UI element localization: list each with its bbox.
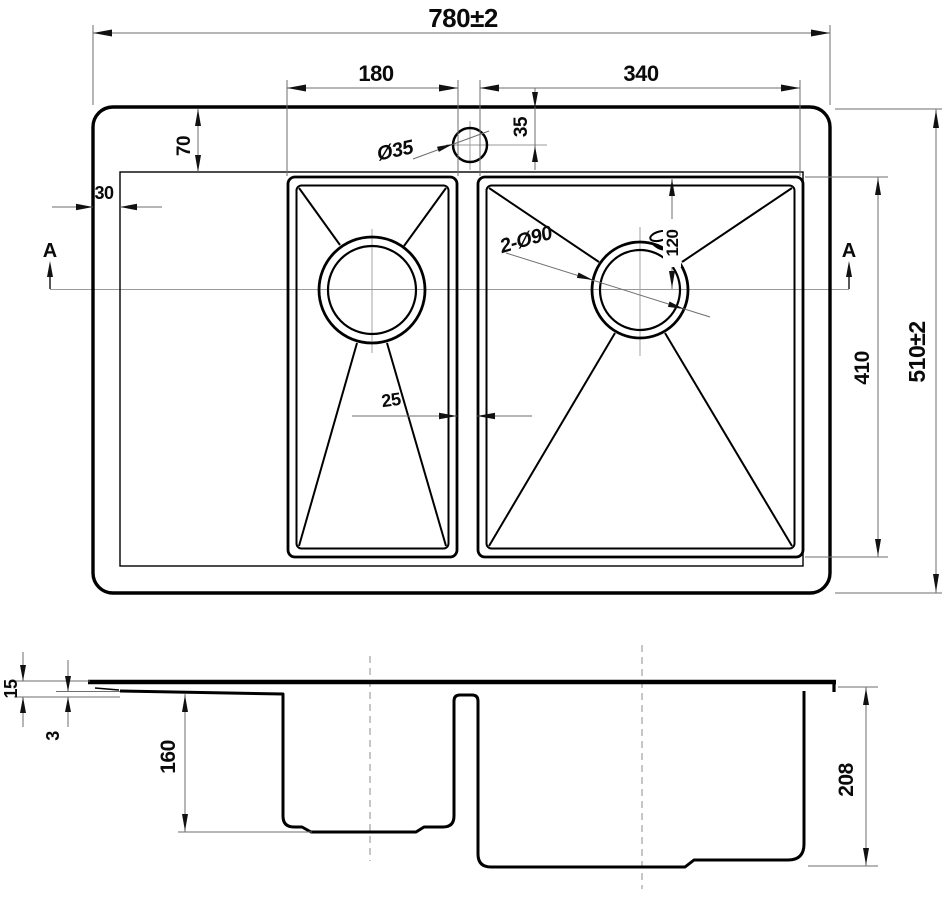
dim-overall-depth-text: 510±2 — [904, 321, 930, 382]
dim-left-bowl-depth-text: 160 — [157, 740, 180, 774]
dim-rim-height-text: 15 — [1, 679, 21, 699]
dim-lip-thickness-text: 3 — [43, 731, 63, 741]
section-marker-left: A — [43, 240, 57, 289]
dim-overall-width-text: 780±2 — [428, 3, 498, 33]
top-view: 780±2 180 340 35 — [43, 3, 942, 595]
dim-top-ledge-text: 70 — [174, 136, 195, 156]
rim-inner-edge — [119, 171, 804, 567]
dim-top-ledge: 70 — [174, 109, 201, 172]
right-bowl — [476, 175, 805, 559]
dim-left-bowl-width: 180 — [286, 61, 459, 176]
dim-left-ledge-text: 30 — [94, 183, 114, 203]
dim-left-bowl-width-text: 180 — [358, 61, 393, 86]
dim-right-bowl-width-text: 340 — [623, 61, 658, 86]
dim-divider-width-text: 25 — [380, 389, 402, 412]
dim-left-bowl-depth: 160 — [157, 694, 312, 833]
dim-rim-height: 15 — [1, 652, 120, 727]
section-marker-left-text: A — [43, 240, 57, 262]
label-drain-holes-text: 2-Ø90 — [496, 222, 554, 258]
dim-lip-thickness: 3 — [43, 660, 120, 741]
section-marker-right: A — [842, 240, 856, 289]
right-drain — [590, 240, 690, 340]
section-marker-right-text: A — [842, 240, 856, 262]
label-faucet-hole: Ø35 — [375, 130, 490, 166]
faucet-hole — [451, 126, 489, 164]
dim-right-bowl-depth-text: 208 — [835, 762, 858, 796]
section-profile — [119, 689, 806, 869]
dim-left-ledge: 30 — [52, 183, 162, 211]
dim-drain-offset: 120 — [663, 179, 682, 289]
dim-faucet-offset-text: 35 — [511, 116, 532, 137]
label-faucet-hole-text: Ø35 — [375, 136, 416, 165]
dim-overall-depth: 510±2 — [835, 108, 942, 594]
dim-overall-width: 780±2 — [92, 3, 831, 105]
dim-right-bowl-depth: 208 — [808, 686, 878, 867]
dim-bowl-length: 410 — [805, 176, 888, 558]
dim-bowl-length-text: 410 — [851, 351, 874, 385]
sink-outline — [91, 105, 832, 595]
section-view: 15 3 160 — [1, 645, 878, 889]
dim-divider-width: 25 — [352, 389, 532, 420]
dim-right-bowl-width: 340 — [479, 61, 801, 176]
dim-drain-offset-text: 120 — [663, 230, 682, 257]
left-bowl — [286, 175, 459, 559]
rim-left-lip — [94, 687, 120, 691]
left-drain — [317, 235, 427, 345]
dim-faucet-offset: 35 — [511, 88, 538, 170]
